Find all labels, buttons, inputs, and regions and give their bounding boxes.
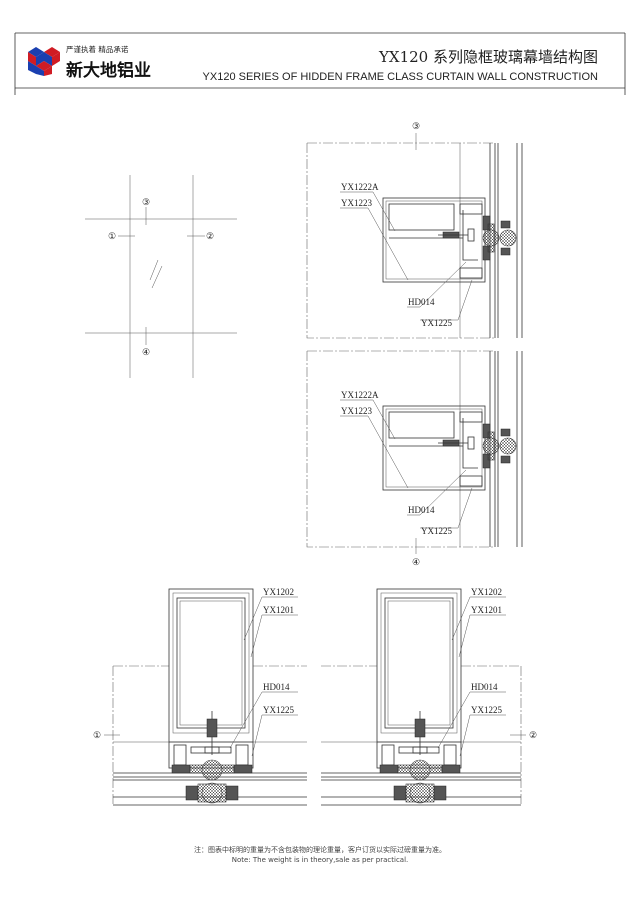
- part-label: YX1202: [471, 587, 502, 597]
- company-name: 新大地铝业: [66, 60, 151, 81]
- drawing-title-cn: YX120 系列隐框玻璃幕墙结构图: [378, 48, 598, 66]
- drawing-title-en: YX120 SERIES OF HIDDEN FRAME CLASS CURTA…: [203, 71, 599, 83]
- part-label: YX1201: [471, 605, 502, 615]
- section-top-detail: ③ YX1222A YX1223 HD014 YX1225: [306, 121, 523, 339]
- part-label: YX1201: [263, 605, 294, 615]
- footer-note-en: Note: The weight is in theory,sale as pe…: [232, 856, 409, 864]
- part-label: YX1223: [341, 198, 372, 208]
- part-label: YX1222A: [341, 182, 379, 192]
- section-marker-3: ③: [412, 121, 420, 131]
- part-label: YX1202: [263, 587, 294, 597]
- part-label: HD014: [263, 682, 290, 692]
- section-left-detail: ① YX1202 YX1201 HD014 YX1225: [93, 587, 307, 806]
- part-label: HD014: [408, 297, 435, 307]
- section-marker-1: ①: [93, 730, 101, 740]
- part-label: YX1222A: [341, 390, 379, 400]
- footer-note-cn: 注：图表中标明的重量为不含包装物的理论重量，客户订货以实际过磅重量为准。: [194, 845, 446, 854]
- company-slogan: 严谨执着 精品承诺: [66, 44, 129, 54]
- company-logo: [28, 47, 60, 76]
- section-marker-2: ②: [206, 231, 214, 241]
- section-marker-1: ①: [108, 231, 116, 241]
- part-label: HD014: [408, 505, 435, 515]
- part-label: YX1225: [421, 318, 452, 328]
- elevation-key: ③ ① ② ④: [85, 175, 237, 378]
- section-right-detail: ② YX1202 YX1201 HD014 YX1225: [321, 587, 537, 806]
- part-label: YX1225: [471, 705, 502, 715]
- title-block: 严谨执着 精品承诺 新大地铝业 YX120 系列隐框玻璃幕墙结构图 YX120 …: [14, 32, 626, 95]
- part-label: YX1225: [263, 705, 294, 715]
- section-marker-3: ③: [142, 197, 150, 207]
- section-marker-4: ④: [412, 557, 420, 567]
- section-marker-2: ②: [529, 730, 537, 740]
- section-marker-4: ④: [142, 347, 150, 357]
- part-label: YX1223: [341, 406, 372, 416]
- section-bottom-detail: ④ YX1222A YX1223 HD014 YX1225: [306, 350, 523, 567]
- part-label: HD014: [471, 682, 498, 692]
- part-label: YX1225: [421, 526, 452, 536]
